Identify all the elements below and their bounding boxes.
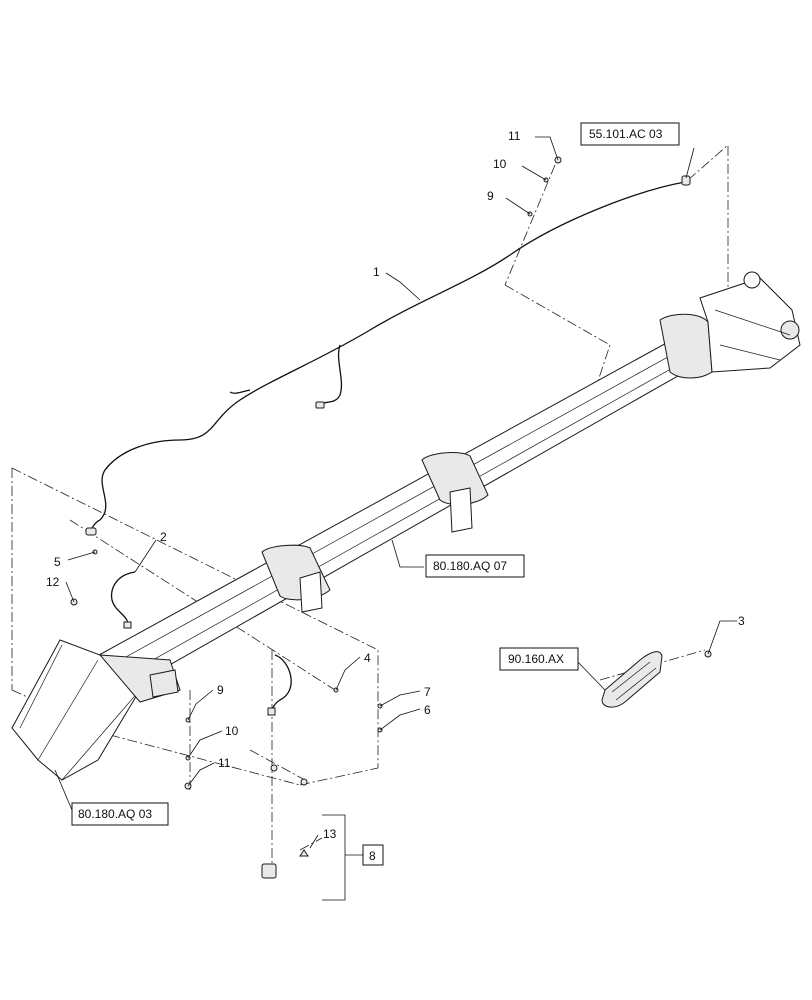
callout-8: 8	[369, 849, 376, 863]
callout-7: 7	[424, 685, 431, 699]
callout-10-top: 10	[493, 157, 507, 171]
leader-lines	[54, 136, 737, 901]
cable-item-2	[110, 571, 136, 629]
callout-9-bottom: 9	[217, 683, 224, 697]
hopper	[11, 639, 181, 781]
ref-80-180-aq-03: 80.180.AQ 03	[78, 807, 152, 821]
auger-tube	[89, 271, 801, 701]
callout-9-top: 9	[487, 189, 494, 203]
ref-80-180-aq-07: 80.180.AQ 07	[433, 559, 507, 573]
callout-11-top: 11	[508, 129, 521, 143]
callout-2: 2	[160, 530, 167, 544]
callouts: 11 10 9 1 2 5 12 3 4 9 7 6 10 11 13	[46, 129, 745, 841]
callout-5: 5	[54, 555, 61, 569]
callout-12: 12	[46, 575, 60, 589]
light-assembly	[601, 651, 663, 708]
callout-8-box: 8	[345, 844, 384, 866]
ref-90-160-ax: 90.160.AX	[508, 652, 564, 666]
ref-55-101-ac-03: 55.101.AC 03	[589, 127, 663, 141]
callout-6: 6	[424, 703, 431, 717]
reference-boxes: 55.101.AC 03 80.180.AQ 07 90.160.AX 80.1…	[71, 122, 680, 826]
callout-11-bottom: 11	[218, 756, 231, 770]
cable-lower	[267, 654, 292, 716]
callout-10-bottom: 10	[225, 724, 239, 738]
wiring-harness	[85, 175, 691, 536]
callout-1: 1	[373, 265, 380, 279]
callout-4: 4	[364, 651, 371, 665]
callout-3: 3	[738, 614, 745, 628]
callout-13: 13	[323, 827, 337, 841]
